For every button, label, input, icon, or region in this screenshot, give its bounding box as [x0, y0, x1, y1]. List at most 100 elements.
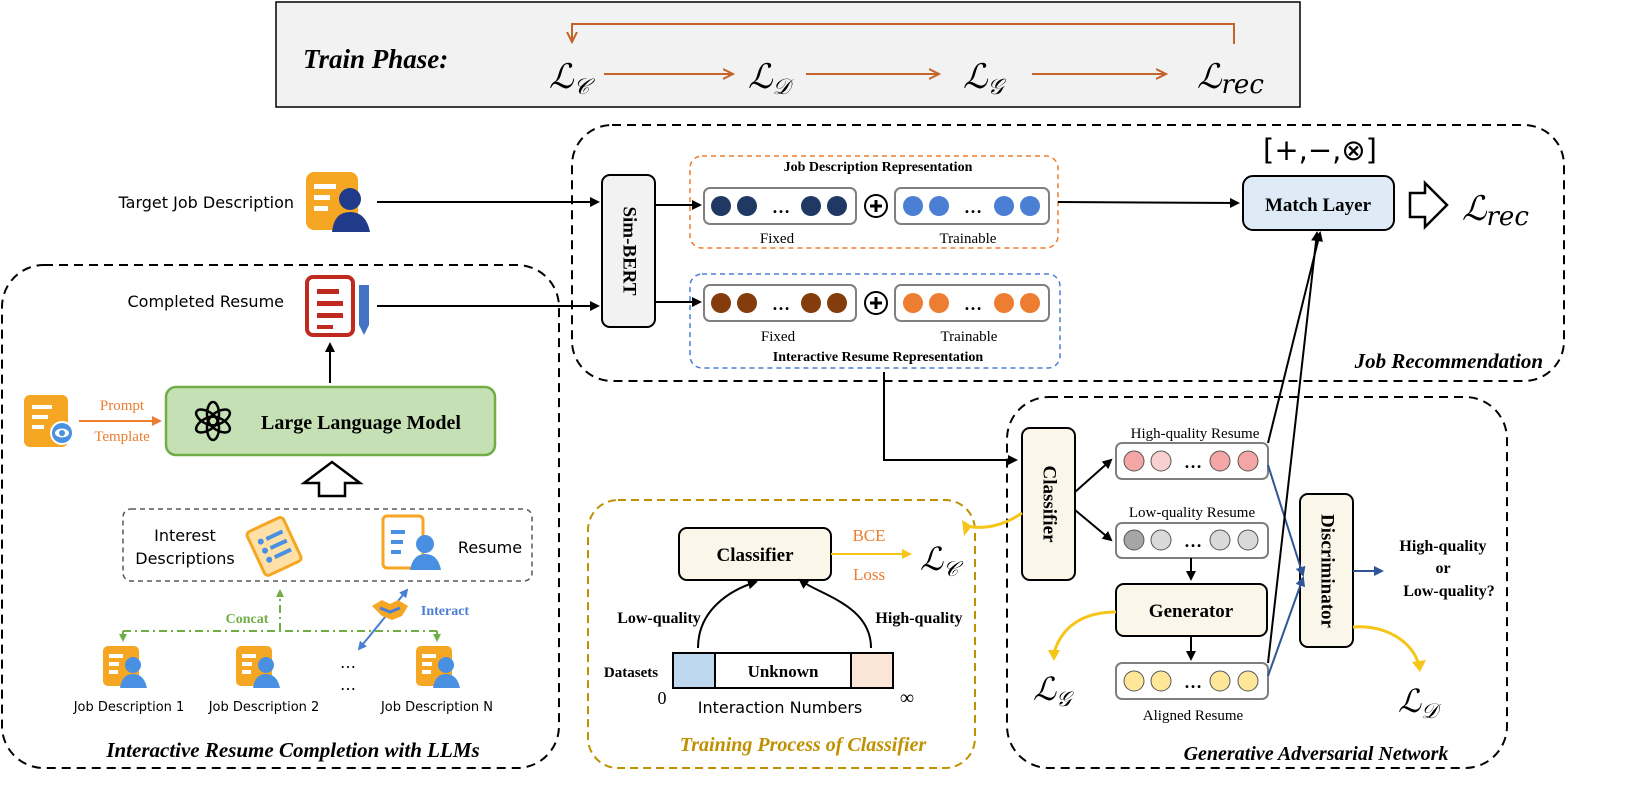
vector-dot [1209, 670, 1231, 692]
job-trainable-label: Trainable [940, 231, 997, 247]
classifier-loss-c: ℒ𝒞 [920, 540, 964, 581]
match-loss-rec: ℒrec [1462, 189, 1529, 232]
gan-loss-g: ℒ𝒢 [1033, 670, 1074, 711]
job-representation-block: Job Description Representation … … Fixed… [689, 155, 1059, 249]
vector-dot [711, 293, 731, 313]
vector-dot [1123, 670, 1145, 692]
vector-ellipsis: … [1184, 531, 1202, 551]
match-layer-label: Match Layer [1265, 195, 1372, 216]
job-description-2-label: Job Description 2 [208, 700, 320, 715]
vector-dot [1150, 670, 1172, 692]
resume-fixed-label: Fixed [761, 329, 796, 345]
train-loss-g: ℒ𝒢 [963, 57, 1007, 100]
classifier-to-loss-marker [962, 520, 972, 536]
vector-dot [711, 196, 731, 216]
job-description-icon [306, 172, 370, 232]
job-list-ellipsis-1: … [340, 653, 356, 672]
generator-label: Generator [1149, 601, 1234, 622]
resume-document-icon [305, 275, 369, 337]
resume-rep-title: Interactive Resume Representation [773, 350, 984, 365]
gan-loss-d: ℒ𝒟 [1398, 682, 1442, 723]
vector-dot [1237, 670, 1259, 692]
train-phase-panel: Train Phase: ℒ𝒞 ℒ𝒟 ℒ𝒢 ℒrec [275, 1, 1301, 108]
vector-dot [929, 293, 949, 313]
vector-dot [1020, 196, 1040, 216]
axis-zero: 0 [658, 688, 667, 708]
gan-title: Generative Adversarial Network [1184, 743, 1449, 765]
job-rep-title: Job Description Representation [784, 160, 973, 175]
vector-dot [1123, 529, 1145, 551]
discriminator-question-2: or [1435, 560, 1450, 577]
gan-panel: Generative Adversarial Network [1006, 396, 1508, 769]
job-recommendation-title: Job Recommendation [1354, 349, 1543, 373]
discriminator-to-loss-curve [1352, 625, 1420, 663]
train-phase-title: Train Phase: [303, 44, 448, 74]
loss-label: Loss [853, 565, 885, 584]
bce-label: BCE [852, 526, 885, 545]
interest-scroll-icon [245, 516, 303, 577]
high-quality-vector: … [1115, 442, 1269, 480]
job-description-1-label: Job Description 1 [73, 700, 185, 715]
resume-trainable-label: Trainable [941, 329, 998, 345]
job-description-n-label: Job Description N [380, 700, 493, 715]
low-quality-label: Low-quality [617, 610, 701, 627]
training-classifier-block: Classifier [678, 527, 832, 581]
classifier-training-panel: Training Process of Classifier [587, 499, 976, 769]
axis-infinity: ∞ [900, 687, 914, 709]
vector-dot [1209, 450, 1231, 472]
discriminator-question-1: High-quality [1399, 538, 1486, 555]
job-list-ellipsis-2: … [340, 675, 356, 694]
arrow-high-to-discriminator [1267, 464, 1306, 577]
sim-bert-block: Sim-BERT [601, 174, 656, 328]
job-fixed-label: Fixed [760, 231, 795, 247]
vector-dot [903, 293, 923, 313]
arrow-high-quality [798, 578, 872, 649]
job-icon-1 [103, 646, 147, 688]
concat-label: Concat [226, 612, 269, 627]
job-fixed-vector [703, 187, 857, 225]
low-quality-vector: … [1115, 522, 1269, 559]
vector-dot [827, 293, 847, 313]
concat-plus-icon [864, 194, 888, 218]
dataset-bar: Unknown [672, 652, 894, 689]
vector-dot [994, 196, 1014, 216]
arrow-classifier-high [1074, 458, 1113, 493]
resume-label: Resume [458, 538, 522, 557]
vector-dot [994, 293, 1014, 313]
vector-dot [737, 196, 757, 216]
discriminator-block: Discriminator [1299, 493, 1354, 648]
train-loss-d: ℒ𝒟 [748, 57, 795, 100]
aligned-resume-label: Aligned Resume [1143, 708, 1244, 724]
low-quality-resume-label: Low-quality Resume [1129, 505, 1256, 521]
vector-dot [1237, 450, 1259, 472]
job-trainable-vector [894, 187, 1050, 225]
generator-block: Generator [1115, 583, 1268, 637]
match-layer-block: Match Layer [1242, 175, 1395, 231]
vector-dot [929, 196, 949, 216]
completed-resume-label: Completed Resume [128, 292, 285, 311]
discriminator-to-loss-marker [1412, 660, 1426, 672]
job-recommendation-panel: Job Recommendation [571, 124, 1565, 382]
concat-plus-icon [864, 291, 888, 315]
prompt-label: Prompt [100, 398, 145, 414]
arrow-aligned-to-match [1267, 231, 1322, 664]
unknown-label: Unknown [748, 662, 819, 681]
vector-dot [827, 196, 847, 216]
vector-dot [801, 196, 821, 216]
gan-classifier-block: Classifier [1021, 427, 1076, 581]
discriminator-question-3: Low-quality? [1403, 583, 1495, 600]
classifier-training-title: Training Process of Classifier [680, 734, 927, 756]
arrow-classifier-low [1074, 509, 1113, 542]
interest-label-line1: Interest [154, 526, 216, 545]
template-label: Template [94, 429, 150, 445]
resume-trainable-vector [894, 284, 1050, 322]
vector-ellipsis: … [1184, 452, 1202, 472]
handshake-icon [372, 600, 408, 620]
vector-dot [737, 293, 757, 313]
arrow-aligned-to-discriminator [1267, 576, 1306, 677]
resume-fixed-vector [703, 284, 857, 322]
vector-dot [1020, 293, 1040, 313]
hollow-up-arrow [300, 460, 364, 498]
high-quality-resume-label: High-quality Resume [1131, 426, 1260, 442]
vector-ellipsis: … [772, 197, 790, 217]
